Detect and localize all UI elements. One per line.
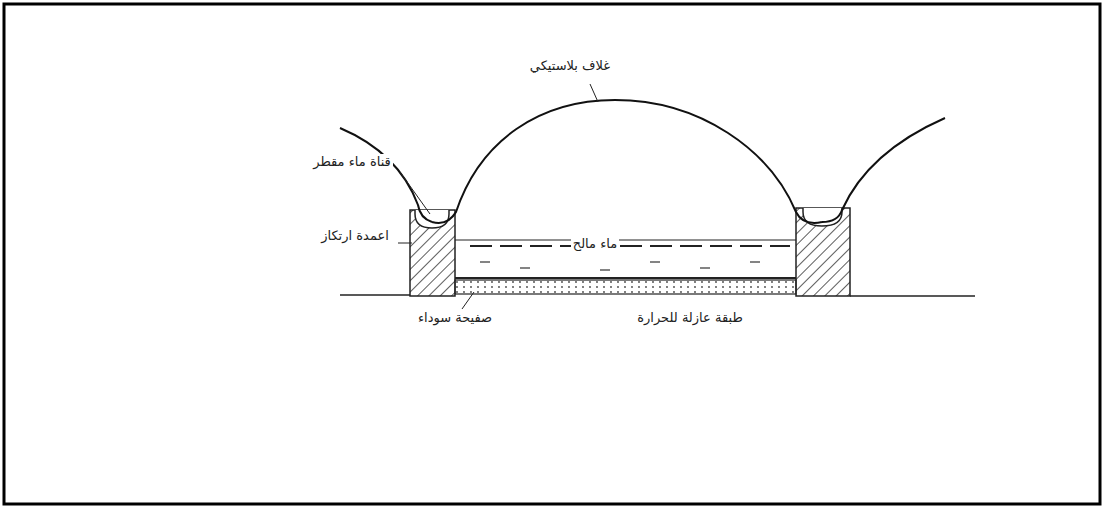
ground-line [850, 295, 975, 297]
part-label: غلاف بلاستيكي [528, 58, 612, 74]
plate-edge [455, 277, 796, 279]
black-plate [455, 280, 796, 294]
water-dashes [470, 245, 790, 247]
leader-lines [398, 84, 598, 309]
part-label: صفيحة سوداء [416, 310, 494, 326]
ground-line [340, 294, 410, 296]
part-label: ماء مالح [571, 236, 619, 252]
plastic-cover-adjacent [340, 128, 432, 222]
frame [4, 4, 1100, 504]
plastic-cover-adjacent [822, 118, 945, 222]
water-surface [455, 240, 796, 241]
plastic-cover [432, 100, 822, 223]
part-label: طبقة عازلة للحرارة [635, 310, 745, 326]
water-marks [480, 262, 760, 270]
part-label: قناة ماء مقطر [311, 154, 393, 170]
part-label: اعمدة ارتكاز [319, 228, 391, 244]
